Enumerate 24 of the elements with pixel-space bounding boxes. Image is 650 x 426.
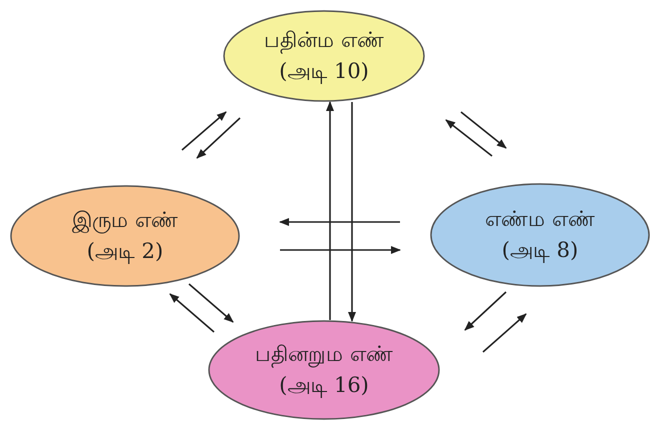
arrow — [482, 313, 527, 353]
ellipse-node — [223, 10, 425, 102]
ellipse-node — [10, 185, 240, 287]
base-label: (அடி 2) — [86, 238, 164, 266]
arrow — [445, 119, 492, 157]
number-system-name: இரும எண் — [72, 206, 178, 236]
base-label: (அடி 10) — [279, 58, 369, 86]
arrow — [279, 218, 400, 226]
arrow — [348, 102, 356, 322]
base-label: (அடி 16) — [279, 372, 369, 400]
arrow — [280, 246, 401, 254]
number-system-name: எண்ம எண் — [485, 206, 595, 232]
arrow — [188, 283, 234, 323]
ellipse-node — [208, 320, 440, 420]
ellipse-node — [430, 183, 650, 287]
base-label: (அடி 8) — [502, 237, 578, 265]
arrow — [181, 111, 227, 151]
arrow — [460, 111, 507, 149]
arrow — [464, 291, 507, 331]
arrow — [326, 101, 334, 320]
arrow — [169, 293, 215, 333]
number-system-name: பதினறும எண் — [255, 338, 393, 370]
arrow — [196, 117, 241, 159]
number-system-name: பதின்ம எண் — [264, 24, 384, 56]
